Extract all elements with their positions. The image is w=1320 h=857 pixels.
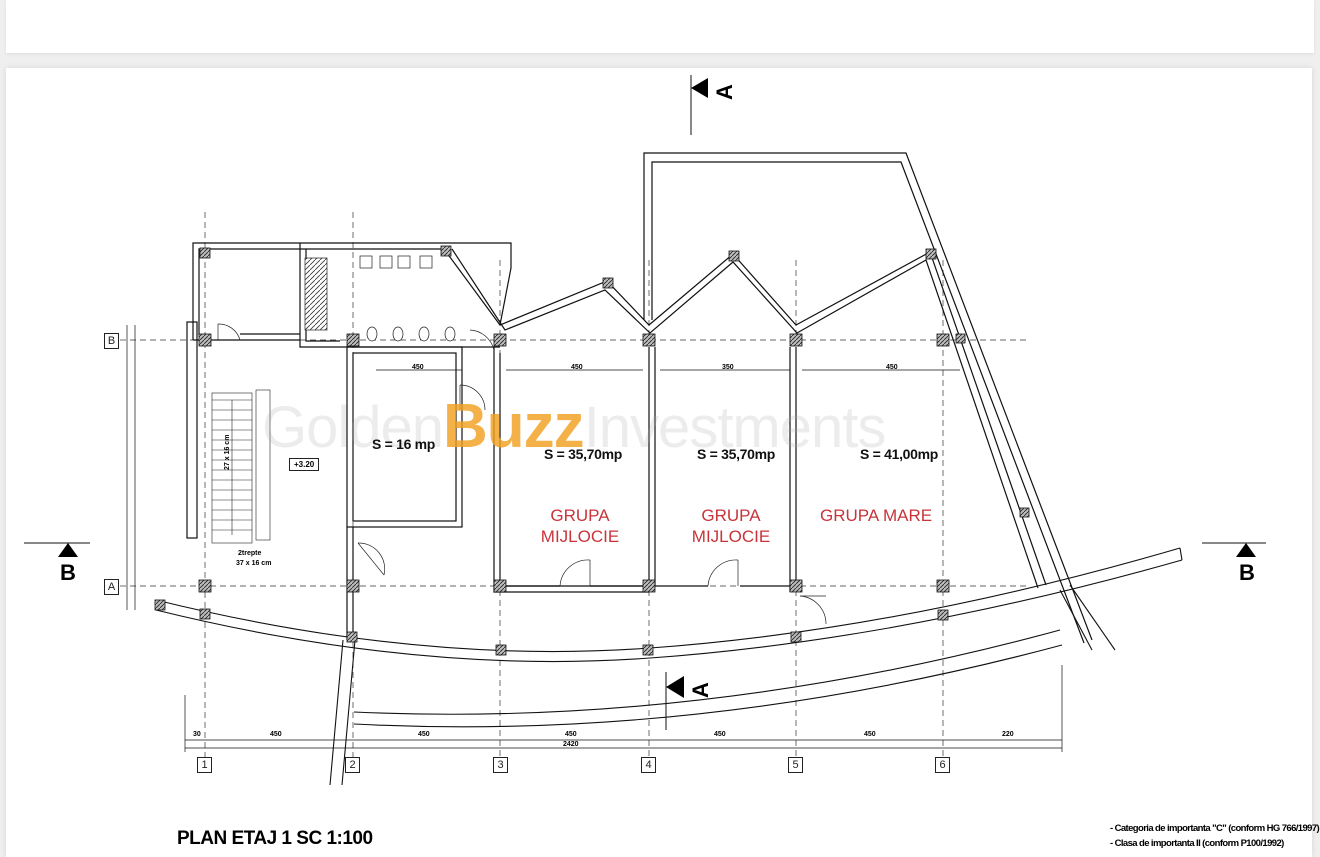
dim-room2: 450 [571, 364, 583, 371]
structural-columns [154, 245, 1030, 656]
section-b-right-label: B [1239, 560, 1255, 585]
doors [217, 323, 827, 625]
dim-total: 2420 [563, 741, 579, 748]
section-a-top-label: A [712, 84, 737, 100]
room-3-name-line1: GRUPA [701, 506, 761, 525]
level-marker: +3.20 [289, 458, 320, 471]
stairs [211, 389, 271, 544]
room-3-name: GRUPA MIJLOCIE [681, 505, 781, 547]
room-3-area: S = 35,70mp [697, 446, 776, 462]
dimension-lines [126, 325, 1063, 752]
dim-bay-2: 450 [418, 731, 430, 738]
section-a-bottom-label: A [688, 682, 713, 698]
axis-col-2: 2 [345, 757, 360, 773]
stairs-step-label: 2trepte [238, 550, 262, 557]
room-1-area: S = 16 mp [372, 436, 436, 452]
dim-end: 220 [1002, 731, 1014, 738]
dim-small: 30 [193, 731, 201, 738]
axis-col-4: 4 [641, 757, 656, 773]
dim-bay-5: 450 [864, 731, 876, 738]
exterior-walls [186, 152, 1093, 644]
stairs-upper-label: 27 x 16 cm [224, 434, 231, 470]
sanitary-fixtures [304, 255, 456, 342]
room-4-area: S = 41,00mp [860, 446, 939, 462]
room-3-name-line2: MIJLOCIE [691, 527, 771, 546]
section-b-left-label: B [60, 560, 76, 585]
dim-room1: 450 [412, 364, 424, 371]
watermark-part2: Buzz [443, 392, 585, 461]
watermark-part1: Golden [262, 395, 444, 460]
room-2-name: GRUPA MIJLOCIE [530, 505, 630, 547]
note-1: - Categoria de importanta "C" (conform H… [1110, 823, 1320, 834]
dim-bay-1: 450 [270, 731, 282, 738]
room-2-name-line1: GRUPA [550, 506, 610, 525]
section-markers [24, 75, 1266, 730]
watermark: GoldenBuzzInvestments [262, 392, 887, 463]
room-4-name: GRUPA MARE [820, 506, 933, 525]
top-panel [6, 0, 1314, 53]
axis-row-b: B [104, 333, 119, 349]
stairs-lower-label: 37 x 16 cm [236, 560, 272, 567]
dim-room3: 350 [722, 364, 734, 371]
axis-row-a: A [104, 579, 119, 595]
drawing-sheet [6, 68, 1312, 857]
plan-title: PLAN ETAJ 1 SC 1:100 [177, 828, 373, 849]
dim-bay-3: 450 [565, 731, 577, 738]
axis-col-1: 1 [197, 757, 212, 773]
axis-col-6: 6 [935, 757, 950, 773]
dim-bay-4: 450 [714, 731, 726, 738]
note-2: - Clasa de importanta II (conform P100/1… [1110, 838, 1284, 849]
room-2-area: S = 35,70mp [544, 446, 623, 462]
axis-col-3: 3 [493, 757, 508, 773]
room-2-name-line2: MIJLOCIE [540, 527, 620, 546]
axis-col-5: 5 [788, 757, 803, 773]
watermark-part3: Investments [583, 395, 887, 460]
dim-room4: 450 [886, 364, 898, 371]
curved-terrace [155, 547, 1183, 786]
